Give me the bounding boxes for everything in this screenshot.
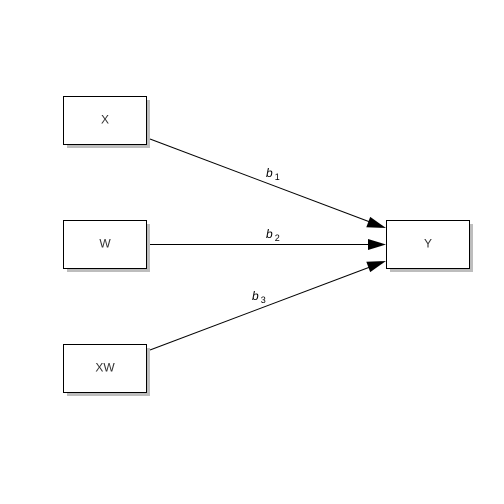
node-xw[interactable]: XW [63,344,151,397]
arrowhead-w-to-y [368,239,386,250]
node-y-box [386,220,470,269]
node-w-box [63,220,147,269]
edge-xw-to-y-line [149,266,371,351]
path-label-b2-subscript: 2 [275,233,280,243]
path-label-b2-symbol: b [266,227,273,241]
node-w[interactable]: W [63,220,151,273]
node-w-label: W [99,237,111,251]
path-label-b3-symbol: b [252,289,259,303]
node-x-box [63,96,147,145]
node-y[interactable]: Y [386,220,474,273]
edge-xw-to-y [149,261,386,351]
path-label-b3-subscript: 3 [261,295,266,305]
arrowhead-x-to-y [366,216,386,228]
node-x[interactable]: X [63,96,151,149]
edge-w-to-y [150,239,386,250]
node-y-label: Y [424,237,432,251]
path-label-b1-symbol: b [266,166,273,180]
arrowhead-xw-to-y [366,261,386,273]
path-label-b1-subscript: 1 [275,172,280,182]
node-x-label: X [101,113,109,127]
edge-x-to-y [149,138,386,228]
node-xw-label: XW [95,361,115,375]
edge-x-to-y-line [149,138,371,223]
node-xw-box [63,344,147,393]
